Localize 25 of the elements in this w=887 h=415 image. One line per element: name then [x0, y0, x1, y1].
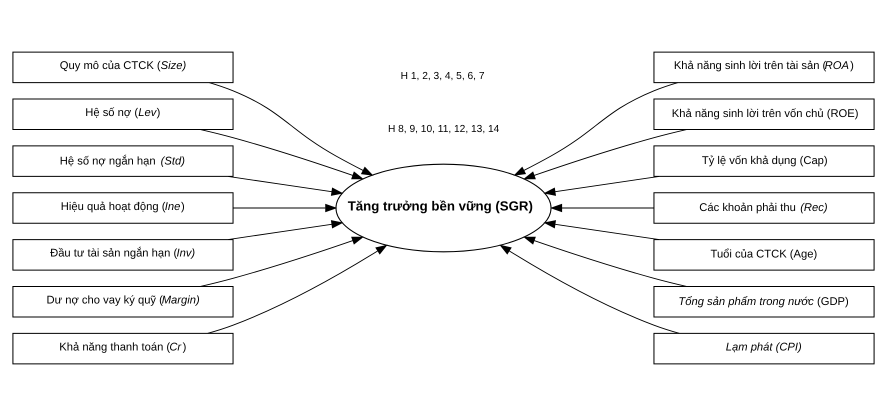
arrow — [543, 175, 660, 196]
node-box: Tổng sản phẩm trong nước (GDP) — [653, 285, 875, 318]
node-box: Quy mô của CTCK (Size) — [12, 51, 234, 83]
label: H 8, 9, 10, 11, 12, 13, 14 — [388, 124, 500, 135]
arrow — [228, 176, 344, 196]
node-box: Khả năng sinh lời trên vốn chủ (ROE) — [653, 98, 875, 130]
arrow — [543, 220, 660, 240]
arrow — [232, 203, 338, 212]
node-box: Hiệu quả hoạt động (Ine) — [12, 192, 234, 224]
node-box: Hệ số nợ ngắn hạn (Std) — [12, 144, 234, 176]
arrow — [550, 203, 654, 212]
node-box: Các khoản phải thu (Rec) — [653, 192, 875, 224]
arrow — [228, 220, 344, 240]
node-box: Đầu tư tài sản ngắn hạn (Inv) — [12, 238, 234, 270]
label: H 1, 2, 3, 4, 5, 6, 7 — [400, 70, 485, 82]
arrow — [200, 128, 364, 179]
node-box: Dư nợ cho vay ký quỹ (Margin) — [12, 285, 234, 318]
node-box: Hệ số nợ (Lev) — [12, 98, 234, 130]
arrow — [523, 128, 687, 179]
node-ellipse: Tăng trưởng bền vững (SGR) — [335, 163, 552, 252]
node-box: Khả năng sinh lời trên tài sản (ROA) — [653, 51, 875, 83]
node-box: Lạm phát (CPI) — [653, 332, 875, 364]
node-box: Khả năng thanh toán (Cr) — [12, 332, 234, 364]
node-box: Tỷ lệ vốn khả dụng (Cap) — [653, 144, 875, 176]
node-box: Tuổi của CTCK (Age) — [653, 238, 875, 270]
